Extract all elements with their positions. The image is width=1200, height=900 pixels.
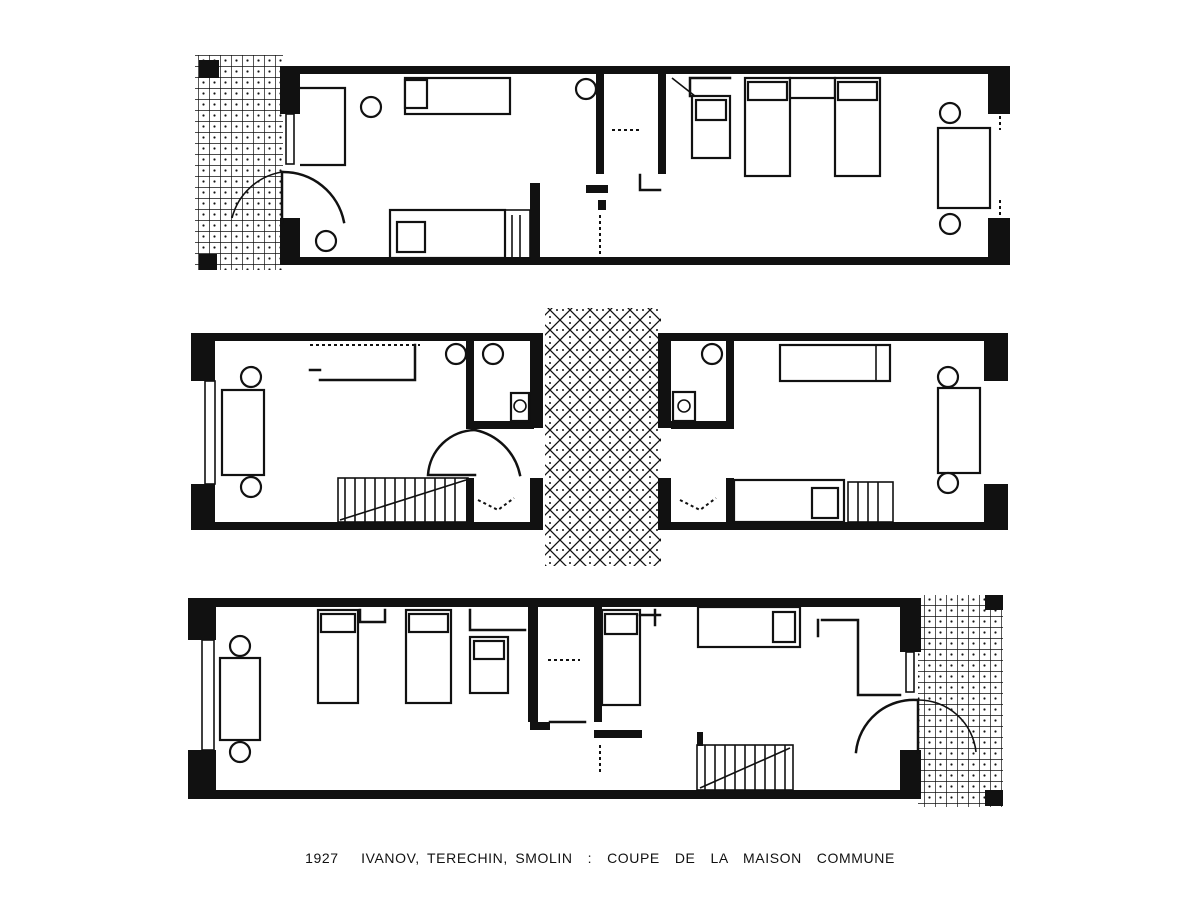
balcony-grid-top	[195, 55, 283, 270]
corridor-hatch	[545, 308, 661, 566]
lower-floor-plan	[188, 595, 1003, 807]
figure-caption: 1927 IVANOV, TERECHIN, SMOLIN : COUPE DE…	[305, 850, 895, 866]
middle-floor-plan	[191, 308, 1008, 566]
upper-floor-plan	[195, 55, 1010, 270]
